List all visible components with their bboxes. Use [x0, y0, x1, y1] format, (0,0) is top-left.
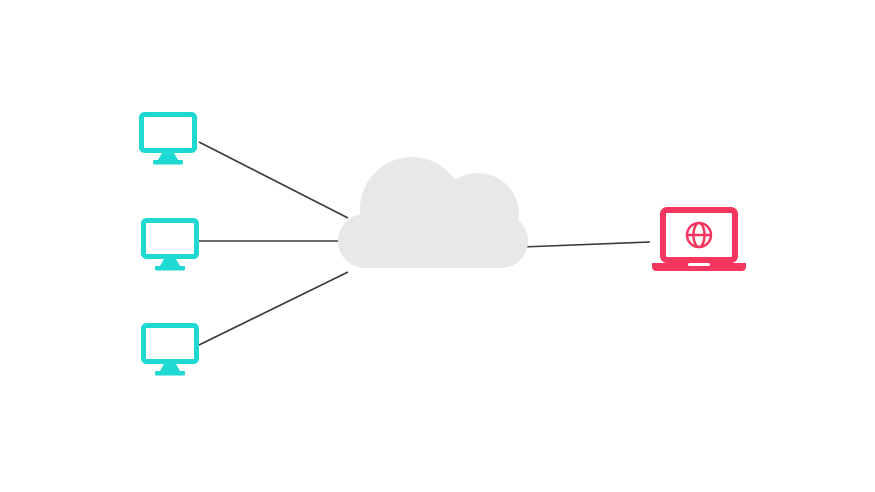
edge-client1-cloud — [198, 141, 349, 219]
cloud-icon — [338, 157, 528, 268]
monitor-icon — [144, 221, 197, 271]
edge-client3-cloud — [198, 271, 349, 346]
laptop-globe-icon — [652, 210, 746, 271]
connector-lines — [198, 141, 651, 346]
edge-cloud-laptop — [521, 241, 651, 248]
monitor-icon — [144, 326, 197, 376]
monitor-icon — [142, 115, 195, 165]
